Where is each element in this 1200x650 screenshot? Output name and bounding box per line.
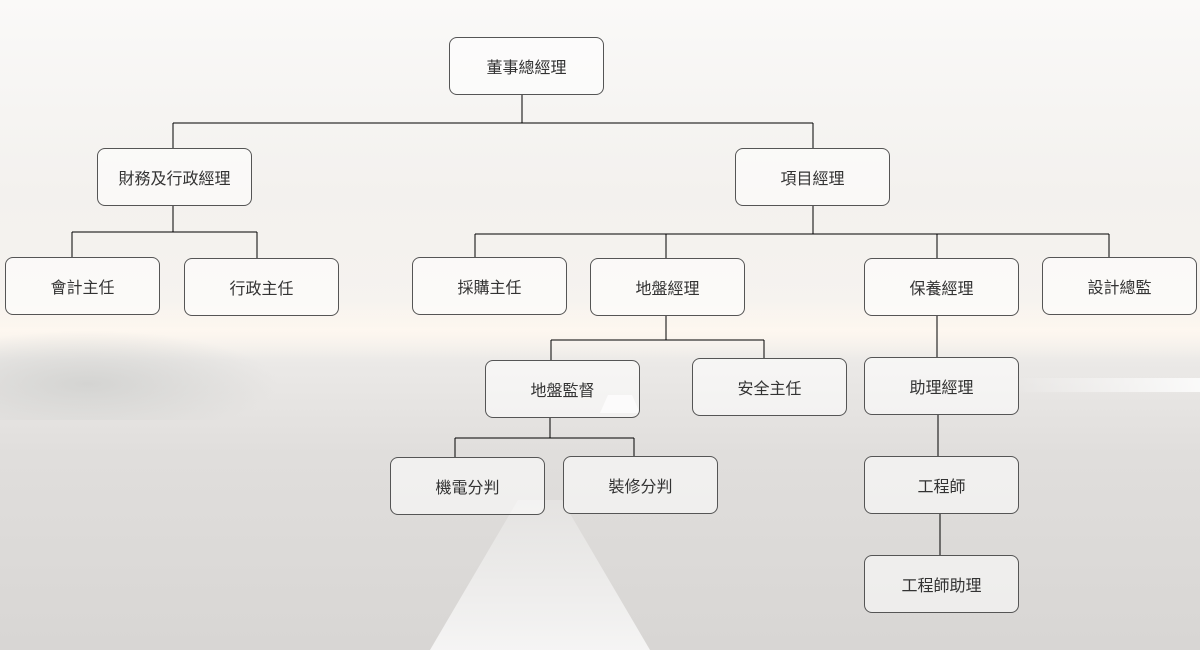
node-maintenance-manager: 保養經理 bbox=[864, 258, 1019, 316]
node-project-manager: 項目經理 bbox=[735, 148, 890, 206]
node-site-supervisor: 地盤監督 bbox=[485, 360, 640, 418]
connector-ceo bbox=[172, 95, 814, 149]
node-engineer: 工程師 bbox=[864, 456, 1019, 514]
node-design-director: 設計總監 bbox=[1042, 257, 1197, 315]
background-road-edge bbox=[1010, 378, 1200, 392]
node-assistant-manager: 助理經理 bbox=[864, 357, 1019, 415]
node-me-subcontract: 機電分判 bbox=[390, 457, 545, 515]
node-safety-supervisor: 安全主任 bbox=[692, 358, 847, 416]
node-assistant-engineer: 工程師助理 bbox=[864, 555, 1019, 613]
node-accounting-supervisor: 會計主任 bbox=[5, 257, 160, 315]
connector-maintenance bbox=[936, 316, 941, 556]
connector-project bbox=[474, 206, 1110, 259]
node-finance-admin-manager: 財務及行政經理 bbox=[97, 148, 252, 206]
connector-finance bbox=[71, 206, 258, 258]
node-ceo: 董事總經理 bbox=[449, 37, 604, 95]
connector-site-manager bbox=[550, 316, 765, 361]
node-site-manager: 地盤經理 bbox=[590, 258, 745, 316]
background-hill bbox=[0, 330, 280, 420]
node-admin-supervisor: 行政主任 bbox=[184, 258, 339, 316]
connector-site-supervisor bbox=[454, 418, 635, 458]
node-procurement-supervisor: 採購主任 bbox=[412, 257, 567, 315]
node-fitout-subcontract: 裝修分判 bbox=[563, 456, 718, 514]
